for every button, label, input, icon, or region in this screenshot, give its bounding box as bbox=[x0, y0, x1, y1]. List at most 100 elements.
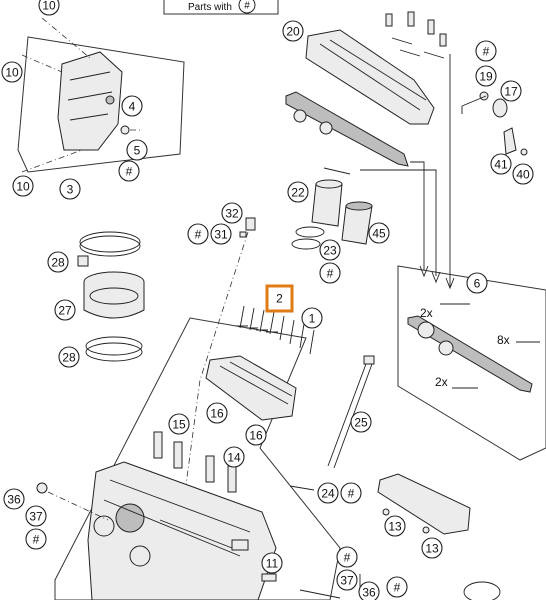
callout-37-left[interactable]: 37 bbox=[25, 505, 47, 527]
callout-10-left[interactable]: 10 bbox=[1, 61, 23, 83]
callout-19[interactable]: 19 bbox=[475, 65, 497, 87]
callout-45[interactable]: 45 bbox=[368, 222, 390, 244]
callout-20[interactable]: 20 bbox=[282, 20, 304, 42]
callout-40[interactable]: 40 bbox=[512, 163, 534, 185]
callout-17[interactable]: 17 bbox=[500, 80, 522, 102]
group-box-cylinder-head bbox=[54, 317, 341, 600]
callout-label: 13 bbox=[425, 542, 439, 556]
valve-guides bbox=[153, 431, 237, 493]
cylinder-head-part bbox=[87, 461, 277, 600]
callout-label: 37 bbox=[29, 510, 43, 524]
callout-label: 23 bbox=[323, 244, 337, 258]
callout-label: # bbox=[195, 228, 202, 242]
callout-3[interactable]: 3 bbox=[59, 178, 81, 200]
callout-label: 11 bbox=[266, 557, 279, 571]
callout-15[interactable]: 15 bbox=[168, 413, 190, 435]
callout-13-b[interactable]: 13 bbox=[421, 537, 443, 559]
callout-36-right[interactable]: 36 bbox=[358, 581, 380, 600]
callout-24[interactable]: 24 bbox=[317, 482, 339, 504]
callout-36-left[interactable]: 36 bbox=[3, 488, 25, 510]
callout-16-a[interactable]: 16 bbox=[206, 402, 228, 424]
callout-22[interactable]: 22 bbox=[287, 181, 309, 203]
callout-label: 25 bbox=[354, 416, 368, 430]
callout-hash-37-right[interactable]: # bbox=[336, 546, 358, 568]
parts-with-text: Parts with bbox=[188, 2, 232, 13]
callout-31[interactable]: 31 bbox=[210, 223, 232, 245]
callout-label: # bbox=[483, 45, 490, 59]
callout-hash-bottom[interactable]: # bbox=[386, 576, 408, 598]
callout-label: 13 bbox=[388, 520, 402, 534]
callout-6[interactable]: 6 bbox=[466, 272, 488, 294]
callout-hash-24[interactable]: # bbox=[340, 482, 362, 504]
callout-label: # bbox=[327, 267, 334, 281]
callout-label: 10 bbox=[42, 0, 56, 13]
callout-label: 17 bbox=[504, 85, 518, 99]
callout-hash-31[interactable]: # bbox=[187, 223, 209, 245]
callout-label: 6 bbox=[474, 277, 481, 291]
camshaft-bridge-part bbox=[205, 355, 297, 421]
callout-10-bottom[interactable]: 10 bbox=[12, 175, 34, 197]
callout-1[interactable]: 1 bbox=[301, 307, 323, 329]
callout-label: 41 bbox=[494, 158, 508, 172]
callout-label: 37 bbox=[340, 574, 354, 588]
callout-14[interactable]: 14 bbox=[223, 446, 245, 468]
callout-label: # bbox=[33, 533, 40, 547]
callout-label: 1 bbox=[309, 312, 316, 326]
callout-label: 45 bbox=[372, 227, 386, 241]
callout-hash-37-left[interactable]: # bbox=[25, 528, 47, 550]
throttle-cover-part bbox=[21, 17, 140, 173]
callout-37-right[interactable]: 37 bbox=[336, 569, 358, 591]
callout-label: 5 bbox=[134, 144, 141, 158]
callout-10-top[interactable]: 10 bbox=[38, 0, 60, 16]
callout-label: # bbox=[348, 487, 355, 501]
callout-label: 31 bbox=[214, 228, 228, 242]
callout-41[interactable]: 41 bbox=[490, 153, 512, 175]
qty-label-2x-top: 2x bbox=[420, 306, 433, 320]
callout-label: 3 bbox=[67, 183, 74, 197]
callout-label: 24 bbox=[321, 487, 335, 501]
valve-cover-part bbox=[285, 29, 435, 167]
callout-28-top[interactable]: 28 bbox=[47, 251, 69, 273]
callout-4[interactable]: 4 bbox=[121, 95, 143, 117]
callout-28-bottom[interactable]: 28 bbox=[58, 346, 80, 368]
highlight-box[interactable] bbox=[265, 284, 294, 313]
callout-label: 10 bbox=[5, 66, 19, 80]
callout-32[interactable]: 32 bbox=[221, 202, 243, 224]
callout-5[interactable]: 5 bbox=[126, 139, 148, 161]
callout-16-b[interactable]: 16 bbox=[245, 424, 267, 446]
callout-label: 19 bbox=[479, 70, 493, 84]
wire-part-24 bbox=[289, 485, 315, 491]
top-bolts bbox=[385, 11, 447, 59]
callout-label: 28 bbox=[51, 256, 65, 270]
callout-11[interactable]: 11 bbox=[261, 552, 283, 574]
callout-label: 22 bbox=[291, 186, 305, 200]
callout-label: 4 bbox=[129, 100, 136, 114]
callout-label: 32 bbox=[225, 207, 239, 221]
callout-label: # bbox=[394, 581, 401, 595]
callout-label: 16 bbox=[249, 429, 263, 443]
bolt-set-part bbox=[236, 305, 315, 355]
callout-label: 28 bbox=[62, 351, 76, 365]
parts-with-legend: Parts with # bbox=[163, 0, 279, 15]
callout-label: # bbox=[344, 551, 351, 565]
callout-27[interactable]: 27 bbox=[54, 299, 76, 321]
callout-hash-19[interactable]: # bbox=[475, 40, 497, 62]
callout-label: 40 bbox=[516, 168, 530, 182]
callout-label: 20 bbox=[286, 25, 300, 39]
callout-hash-5[interactable]: # bbox=[118, 160, 140, 182]
callout-25[interactable]: 25 bbox=[350, 411, 372, 433]
sensor-parts bbox=[461, 91, 528, 156]
qty-label-8x: 8x bbox=[497, 333, 510, 347]
callout-13-a[interactable]: 13 bbox=[384, 515, 406, 537]
callout-label: 27 bbox=[58, 304, 72, 318]
spark-plug-tubes bbox=[291, 167, 373, 250]
rocker-bracket-part bbox=[377, 473, 471, 535]
group-box-3 bbox=[17, 36, 185, 173]
callout-23[interactable]: 23 bbox=[319, 239, 341, 261]
callout-label: 16 bbox=[210, 407, 224, 421]
callout-hash-23[interactable]: # bbox=[319, 262, 341, 284]
highlight-label: 2 bbox=[276, 292, 283, 306]
group-box-6 bbox=[397, 265, 546, 461]
